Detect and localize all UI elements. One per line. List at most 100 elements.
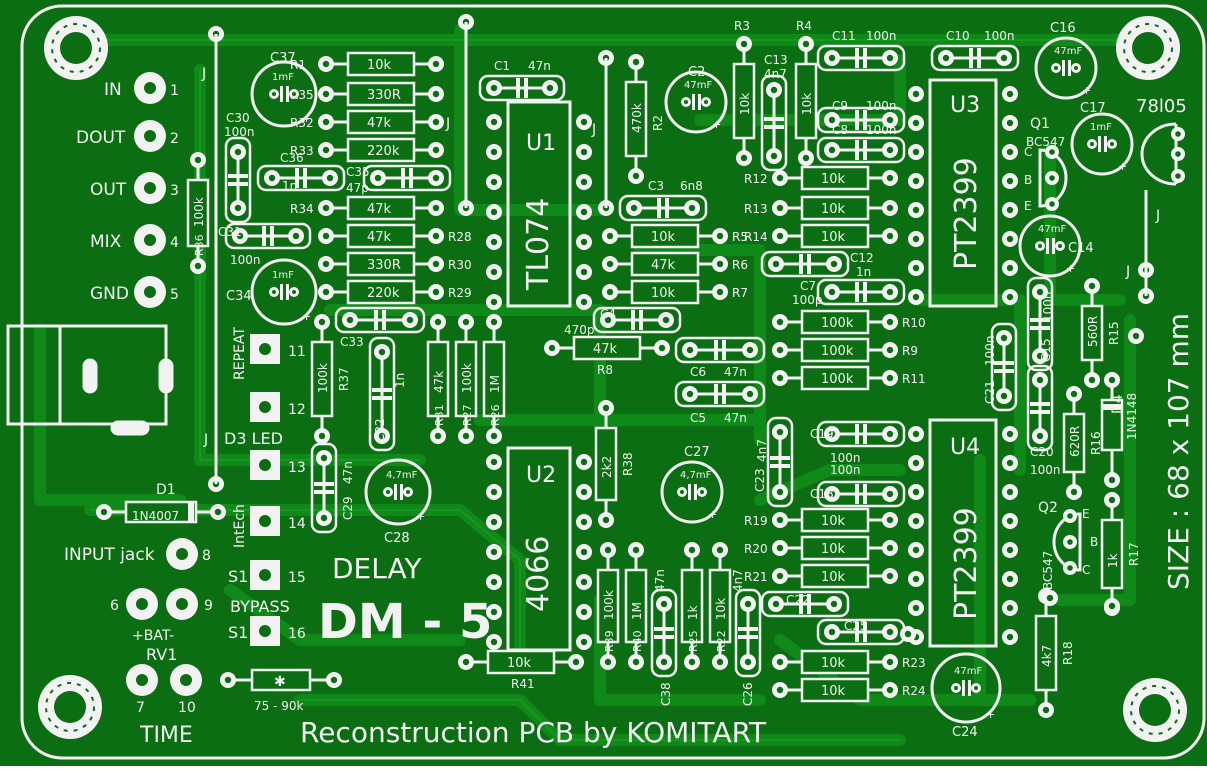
capacitor-ref: C4 — [600, 307, 616, 321]
q2-ref: Q2 — [1038, 500, 1058, 516]
capacitor-ref: C28 — [384, 531, 410, 546]
capacitor-ref: C8 — [832, 123, 848, 137]
q1-pin-b: B — [1024, 173, 1032, 187]
resistor-ref: R4 — [796, 19, 812, 33]
resistor-value: 1M — [630, 602, 644, 620]
resistor-value: 100k — [460, 363, 474, 393]
resistor-value: 100k — [821, 316, 854, 331]
label-dout: DOUT — [76, 128, 126, 148]
resistor-ref: R10 — [902, 316, 926, 330]
q2-pin-e: E — [1082, 507, 1090, 521]
num-15: 15 — [288, 570, 306, 586]
capacitor-ref: C9 — [832, 99, 848, 113]
num-out: 3 — [170, 183, 179, 199]
q1-pin-c: C — [1024, 145, 1032, 159]
resistor-rv-trim: ✱ — [220, 668, 342, 692]
capacitor-value: 47n — [724, 365, 747, 379]
resistor-ref: R26 — [489, 404, 502, 426]
resistor-ref: R41 — [511, 677, 535, 691]
resistor-value: 1k — [1106, 553, 1120, 568]
capacitor-value: 100n — [1030, 463, 1061, 477]
ic-pins — [486, 114, 592, 310]
regulator-78l05 — [1140, 122, 1185, 186]
u1-part: TL074 — [521, 198, 556, 291]
capacitor-value: 47mF — [684, 80, 712, 91]
resistor-ref: R21 — [744, 570, 768, 584]
capacitor-c22: C22 — [760, 590, 850, 618]
num-gnd: 5 — [170, 287, 179, 303]
capacitor-value: 47n — [528, 59, 551, 73]
q2-part: BC547 — [1041, 551, 1055, 590]
resistor-value: 10k — [651, 286, 676, 301]
capacitor-ref: C35 — [346, 165, 370, 179]
resistor-value: 100k — [821, 372, 854, 387]
resistor-value: 10k — [507, 656, 532, 671]
resistor-value: 10k — [821, 570, 846, 585]
capacitor-ref: C37 — [270, 51, 296, 66]
num-dout: 2 — [170, 131, 179, 147]
capacitor-value: 1n — [393, 373, 407, 388]
q1-pin-e: E — [1024, 199, 1032, 213]
ic-pins — [486, 454, 592, 650]
resistor-value: 47k — [367, 202, 392, 217]
pad-time-10 — [170, 664, 202, 696]
u3-ref: U3 — [950, 93, 980, 118]
capacitor-ref: C33 — [340, 335, 364, 349]
resistor-ref: R36 — [193, 234, 206, 256]
capacitor-ref: C3 — [648, 179, 664, 193]
polarity-mark: + — [1082, 84, 1091, 97]
electrolytic-c17: 1mF+C17 — [1070, 101, 1134, 176]
polarity-mark: + — [302, 112, 311, 125]
resistor-r7: 10k R7 — [602, 279, 748, 305]
dc-jack-outline — [6, 324, 174, 436]
resistor-value: 100k — [316, 363, 330, 393]
capacitor-ref: C30 — [226, 111, 250, 125]
resistor-value: 10k — [367, 58, 392, 73]
resistor-ref: R7 — [732, 286, 748, 300]
num-bat-a: 6 — [110, 598, 119, 614]
capacitor-ref: C23 — [753, 468, 767, 492]
resistor-ref: R32 — [290, 116, 314, 130]
label-intech: IntEch — [232, 504, 248, 548]
resistor-ref: R15 — [1107, 321, 1121, 345]
resistor-value: 220k — [367, 144, 400, 159]
pad-dout — [134, 120, 166, 152]
electrolytic-c34: 1mF+C34 — [226, 258, 318, 326]
electrolytic-c28: 4,7mF+C28 — [364, 458, 432, 546]
capacitor-ref: C13 — [764, 53, 788, 67]
capacitor-value: 1mF — [1090, 122, 1112, 133]
num-time-a: 7 — [136, 700, 145, 716]
regulator-label: 78l05 — [1136, 96, 1187, 117]
resistor-r10: 100k R10 — [772, 309, 926, 335]
label-in: IN — [104, 80, 122, 100]
resistor-value: 47k — [593, 342, 618, 357]
resistor-ref: R6 — [732, 258, 748, 272]
capacitor-value: 1mF — [272, 270, 294, 281]
resistor-ref: R16 — [1089, 431, 1103, 455]
resistor-ref: R30 — [448, 258, 472, 272]
capacitor-value: 100n — [1041, 291, 1055, 322]
d1-part: 1N4007 — [132, 509, 179, 523]
u4-part: PT2399 — [949, 507, 984, 620]
